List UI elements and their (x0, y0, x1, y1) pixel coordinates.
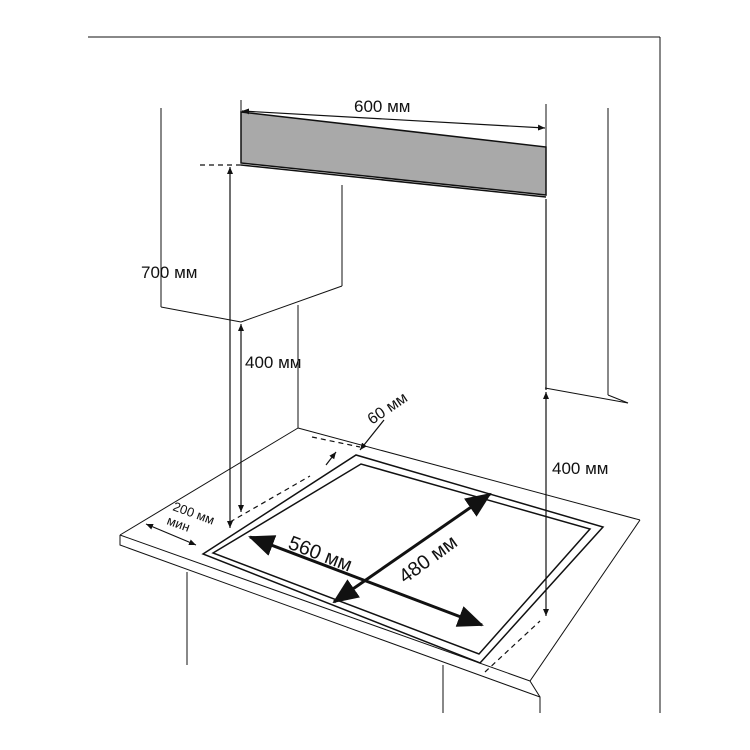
left-wall-cabinet (160, 108, 343, 428)
back-distance-arrow (359, 419, 385, 451)
cutout-depth-arrow (332, 492, 492, 604)
left-dashed-edge (229, 475, 311, 523)
hood-width-dimension-line (241, 108, 546, 131)
back-dashed-edge (311, 436, 361, 448)
hood-front-band (240, 111, 547, 196)
cutout-width-label: 560 мм (285, 532, 355, 576)
right-wall-cabinet (544, 108, 629, 404)
back-distance-label: 60 мм (365, 389, 411, 428)
right-clearance-label: 400 мм (552, 459, 608, 478)
hob-cutout (201, 454, 605, 664)
back-distance-arrow-2 (325, 451, 337, 466)
front-dashed-edge (484, 620, 541, 673)
cabinet-height-label: 700 мм (141, 263, 197, 282)
hood-width-label: 600 мм (354, 97, 410, 116)
left-clearance-label: 400 мм (245, 353, 301, 372)
range-hood (240, 100, 547, 198)
cutout-depth-label: 480 мм (395, 531, 462, 588)
side-distance-dimension-line (145, 523, 197, 546)
